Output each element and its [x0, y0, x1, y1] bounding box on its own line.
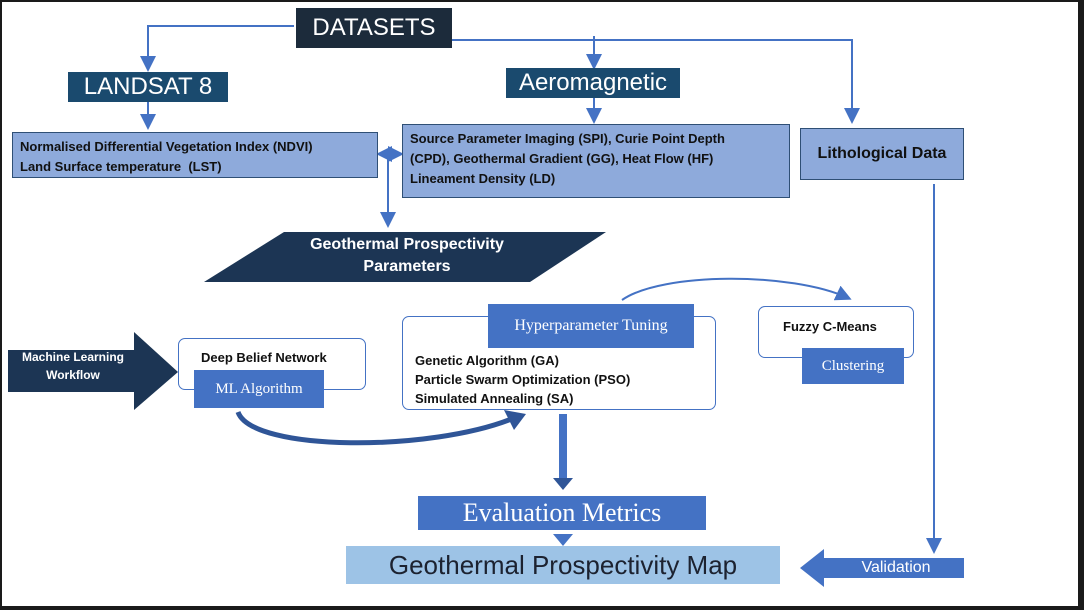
validation-label: Validation [828, 558, 964, 578]
connector-hyper-eval-head [553, 478, 573, 490]
evaluation-title: Evaluation Metrics [462, 498, 662, 527]
connector-eval-map-head [553, 534, 573, 546]
ml-algorithm-tag: ML Algorithm [194, 370, 324, 408]
validation-title: Validation [861, 559, 931, 576]
aeromagnetic-node: Aeromagnetic [506, 68, 680, 98]
hyper-item-ga: Genetic Algorithm (GA) [415, 353, 559, 368]
hyperparameter-tag-label: Hyperparameter Tuning [514, 317, 668, 334]
aeromagnetic-title: Aeromagnetic [518, 69, 668, 96]
hyper-item-sa: Simulated Annealing (SA) [415, 391, 574, 406]
hyperparameter-list: Genetic Algorithm (GA) Particle Swarm Op… [415, 351, 630, 408]
connector-ml-hyper [235, 410, 515, 446]
aeromagnetic-param-line-3: Lineament Density (LD) [410, 171, 556, 186]
datasets-node: DATASETS [296, 8, 452, 48]
aeromagnetic-params-box: Source Parameter Imaging (SPI), Curie Po… [402, 124, 790, 198]
ml-workflow-line-1: Machine Learning [21, 350, 125, 364]
prospectivity-params-label: Geothermal Prospectivity Parameters [262, 234, 552, 280]
landsat-param-ndvi: Normalised Differential Vegetation Index… [20, 139, 313, 154]
map-title: Geothermal Prospectivity Map [388, 549, 738, 580]
clustering-tag-label: Clustering [821, 357, 885, 374]
landsat-params-box: Normalised Differential Vegetation Index… [12, 132, 378, 178]
connector-hyper-eval-shaft [559, 414, 567, 480]
aeromagnetic-param-line-2: (CPD), Geothermal Gradient (GG), Heat Fl… [410, 151, 714, 166]
ml-workflow-line-2: Workflow [46, 368, 100, 382]
aeromagnetic-param-line-1: Source Parameter Imaging (SPI), Curie Po… [410, 131, 725, 146]
connector-hyper-fcm [621, 277, 852, 301]
connector-datasets-landsat [140, 25, 294, 72]
ml-workflow-arrow [8, 332, 178, 410]
dbn-title: Deep Belief Network [201, 350, 327, 365]
landsat-title: LANDSAT 8 [83, 73, 213, 100]
hyperparameter-tag: Hyperparameter Tuning [488, 304, 694, 348]
prospectivity-params-line-1: Geothermal Prospectivity [310, 236, 504, 253]
fcm-title: Fuzzy C-Means [783, 319, 877, 334]
evaluation-node: Evaluation Metrics [418, 496, 706, 530]
connector-datasets-lithological [452, 39, 860, 124]
lithological-node: Lithological Data [800, 128, 964, 180]
landsat-param-lst: Land Surface temperature (LST) [20, 159, 222, 174]
map-node: Geothermal Prospectivity Map [346, 546, 780, 584]
ml-workflow-label: Machine Learning Workflow [12, 348, 134, 392]
prospectivity-parallelogram [204, 232, 606, 282]
prospectivity-params-line-2: Parameters [363, 258, 451, 275]
datasets-title: DATASETS [312, 14, 436, 41]
hyper-item-pso: Particle Swarm Optimization (PSO) [415, 372, 631, 387]
lithological-title: Lithological Data [817, 145, 947, 162]
validation-arrow [800, 549, 964, 587]
ml-algorithm-tag-label: ML Algorithm [215, 380, 303, 397]
connector-ml-hyper-head [504, 410, 526, 430]
landsat-node: LANDSAT 8 [68, 72, 228, 102]
clustering-tag: Clustering [802, 348, 904, 384]
